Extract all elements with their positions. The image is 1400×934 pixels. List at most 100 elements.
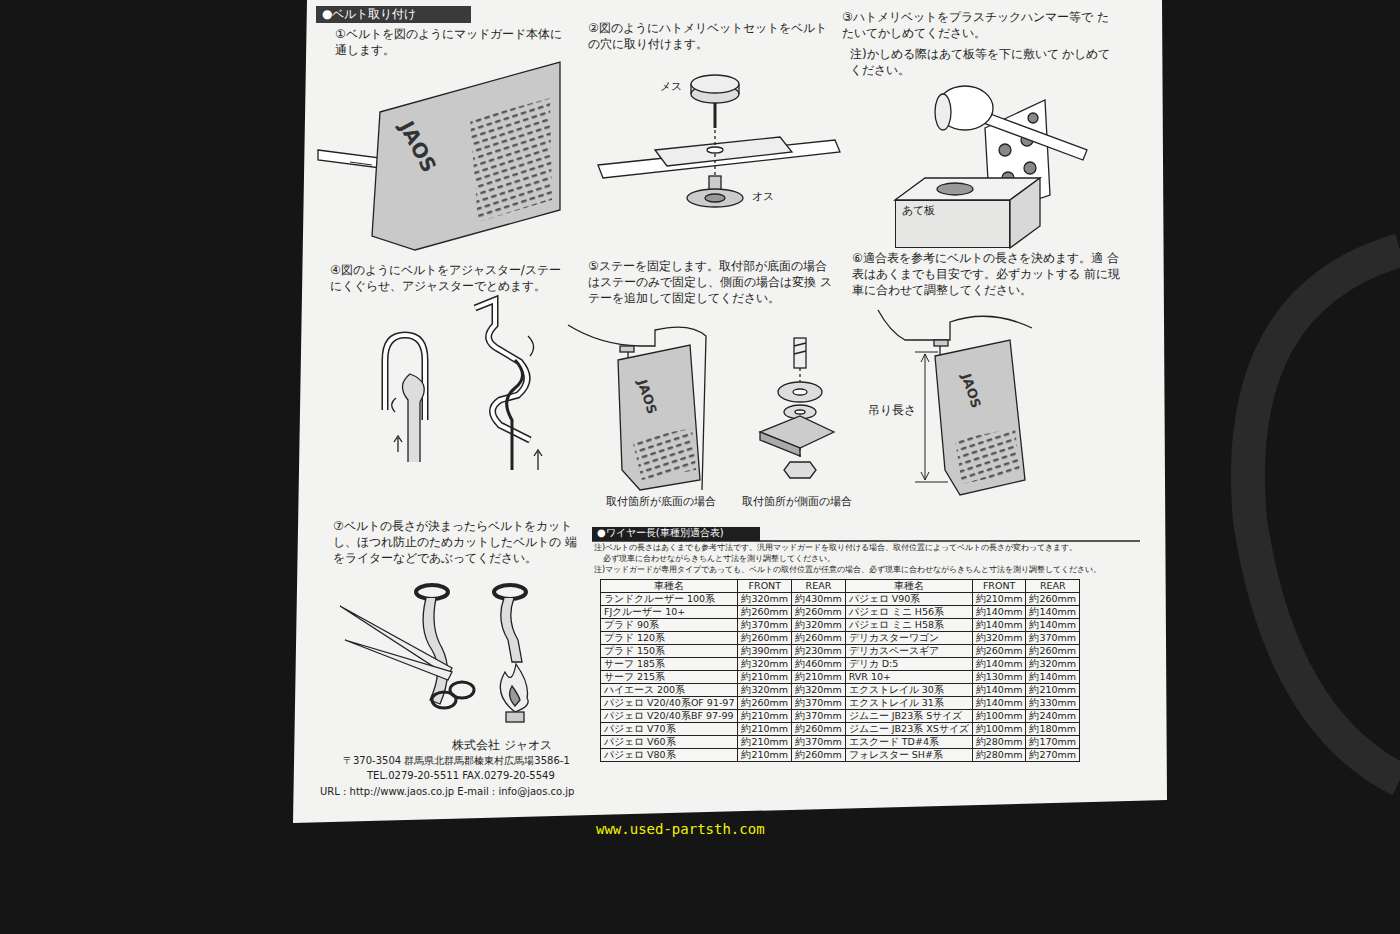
- step-note: 注)かしめる際はあて板等を下に敷いて かしめてください。: [850, 46, 1112, 78]
- length-illustration: [955, 428, 1020, 484]
- table-cell: 約210mm: [792, 671, 846, 684]
- table-cell: 約370mm: [792, 697, 846, 710]
- stay-illustration: [799, 448, 800, 460]
- table-row: パジェロ V80系約210mm約260mmフォレスター SH#系約280mm約2…: [601, 749, 1080, 762]
- table-cell: ジムニー JB23系 Sサイズ: [845, 710, 972, 723]
- column-header: FRONT: [972, 580, 1026, 593]
- adjuster-illustration: [534, 450, 542, 470]
- company-web: URL : http://www.jaos.co.jp E-mail : inf…: [320, 785, 574, 799]
- table-cell: RVR 10+: [845, 671, 972, 684]
- stay-illustration: [793, 389, 807, 395]
- table-cell: 約390mm: [738, 645, 792, 658]
- table-header-band: ●ワイヤー長(車種別適合表): [592, 527, 760, 541]
- hammer-illustration: [999, 144, 1011, 156]
- dimension-label: 吊り長さ: [868, 402, 916, 418]
- table-row: パジェロ V70系約210mm約260mmジムニー JB23系 XSサイズ約10…: [601, 723, 1080, 736]
- step-text: ⑦ベルトの長さが決まったらベルトをカット し、ほつれ防止のためカットしたベルトの…: [333, 518, 585, 567]
- adjuster-illustration: [528, 336, 534, 356]
- length-illustration: [915, 352, 938, 353]
- cutting-illustration: [494, 585, 526, 599]
- table-cell: 約260mm: [1026, 645, 1080, 658]
- table-row: 車種名FRONTREAR車種名FRONTREAR: [601, 580, 1080, 593]
- table-cell: サーフ 215系: [601, 671, 738, 684]
- column-header: REAR: [1026, 580, 1080, 593]
- stay-illustration: [795, 410, 805, 414]
- table-cell: 約140mm: [972, 684, 1026, 697]
- hammer-illustration: [981, 112, 1087, 160]
- table-cell: デリカスペースギア: [845, 645, 972, 658]
- table-cell: 約260mm: [738, 606, 792, 619]
- mudguard-illustration: [470, 98, 552, 222]
- table-cell: 約370mm: [792, 736, 846, 749]
- background-strap: [1248, 250, 1400, 780]
- part-label: オス: [752, 190, 774, 205]
- column-header: REAR: [792, 580, 846, 593]
- table-row: ランドクルーザー 100系約320mm約430mmパジェロ V90系約210mm…: [601, 593, 1080, 606]
- table-cell: フォレスター SH#系: [845, 749, 972, 762]
- adjuster-illustration: [394, 436, 402, 452]
- table-cell: パジェロ ミニ H58系: [845, 619, 972, 632]
- stay-illustration: [799, 368, 800, 382]
- table-cell: 約100mm: [972, 710, 1026, 723]
- rivet-illustration: [738, 84, 739, 94]
- table-cell: 約260mm: [792, 632, 846, 645]
- table-cell: パジェロ V20/40系BF 97-99: [601, 710, 738, 723]
- table-row: パジェロ V20/40系OF 91-97約260mm約370mmエクストレイル …: [601, 697, 1080, 710]
- node-text: ●ベルト取り付け: [322, 7, 465, 22]
- stay-illustration: [784, 462, 816, 478]
- rivet-illustration: [687, 189, 743, 207]
- adjuster-illustration: [385, 300, 542, 470]
- cutting-illustration: [423, 598, 447, 704]
- part-label: メス: [660, 80, 682, 95]
- table-cell: 約260mm: [792, 606, 846, 619]
- table-cell: 約460mm: [792, 658, 846, 671]
- rivet-illustration: [707, 147, 723, 153]
- stay-illustration: [794, 343, 806, 346]
- table-cell: 約130mm: [972, 671, 1026, 684]
- table-cell: 約260mm: [738, 632, 792, 645]
- table-cell: パジェロ V90系: [845, 593, 972, 606]
- hammer-illustration: [937, 183, 973, 195]
- table-cell: 約210mm: [738, 710, 792, 723]
- stay-illustration: [794, 338, 806, 368]
- table-cell: 約180mm: [1026, 723, 1080, 736]
- table-cell: プラド 150系: [601, 645, 738, 658]
- length-illustration: [935, 340, 1025, 495]
- table-row: FJクルーザー 10+約260mm約260mmパジェロ ミニ H56系約140m…: [601, 606, 1080, 619]
- table-cell: 約330mm: [1026, 697, 1080, 710]
- step-text: ②図のようにハトメリベットセットをベルト の穴に取り付けます。: [588, 20, 838, 52]
- length-illustration: [915, 482, 948, 483]
- cutting-illustration: [500, 664, 528, 712]
- table-cell: 約280mm: [972, 749, 1026, 762]
- table-cell: 約320mm: [972, 632, 1026, 645]
- table-cell: 約370mm: [792, 710, 846, 723]
- table-cell: 約170mm: [1026, 736, 1080, 749]
- figure-caption: 取付箇所が側面の場合: [742, 494, 852, 508]
- table-cell: 約320mm: [1026, 658, 1080, 671]
- mudguard-illustration: [372, 62, 560, 250]
- step-text: ③ハトメリベットをプラスチックハンマー等で たたいてかしめてください。: [842, 9, 1114, 41]
- stay-illustration: [568, 325, 706, 490]
- rivet-illustration: [690, 84, 691, 94]
- column-header: FRONT: [738, 580, 792, 593]
- table-cell: 約210mm: [1026, 684, 1080, 697]
- table-note: 注)マッドガードが専用タイプであっても、ベルトの取付位置が任意の場合、必ず現車に…: [594, 565, 1101, 576]
- table-cell: ハイエース 200系: [601, 684, 738, 697]
- table-cell: エスクード TD#4系: [845, 736, 972, 749]
- table-cell: 約260mm: [792, 723, 846, 736]
- stay-illustration: [620, 346, 634, 352]
- step-text: ⑤ステーを固定します。取付部が底面の場合 はステーのみで固定し、側面の場合は変換…: [588, 258, 840, 307]
- table-cell: 約210mm: [738, 736, 792, 749]
- table-note: 注)ベルトの長さはあくまでも参考寸法です。汎用マッドガードを取り付ける場合、取付…: [594, 543, 1077, 554]
- table-cell: 約140mm: [972, 697, 1026, 710]
- table-cell: 約370mm: [738, 619, 792, 632]
- table-cell: 約140mm: [1026, 671, 1080, 684]
- adjuster-illustration: [507, 360, 523, 470]
- backing-plate: あて板: [895, 200, 1010, 248]
- table-row: パジェロ V60系約210mm約370mmエスクード TD#4系約280mm約1…: [601, 736, 1080, 749]
- table-cell: 約320mm: [792, 619, 846, 632]
- table-cell: プラド 90系: [601, 619, 738, 632]
- table-cell: 約210mm: [738, 723, 792, 736]
